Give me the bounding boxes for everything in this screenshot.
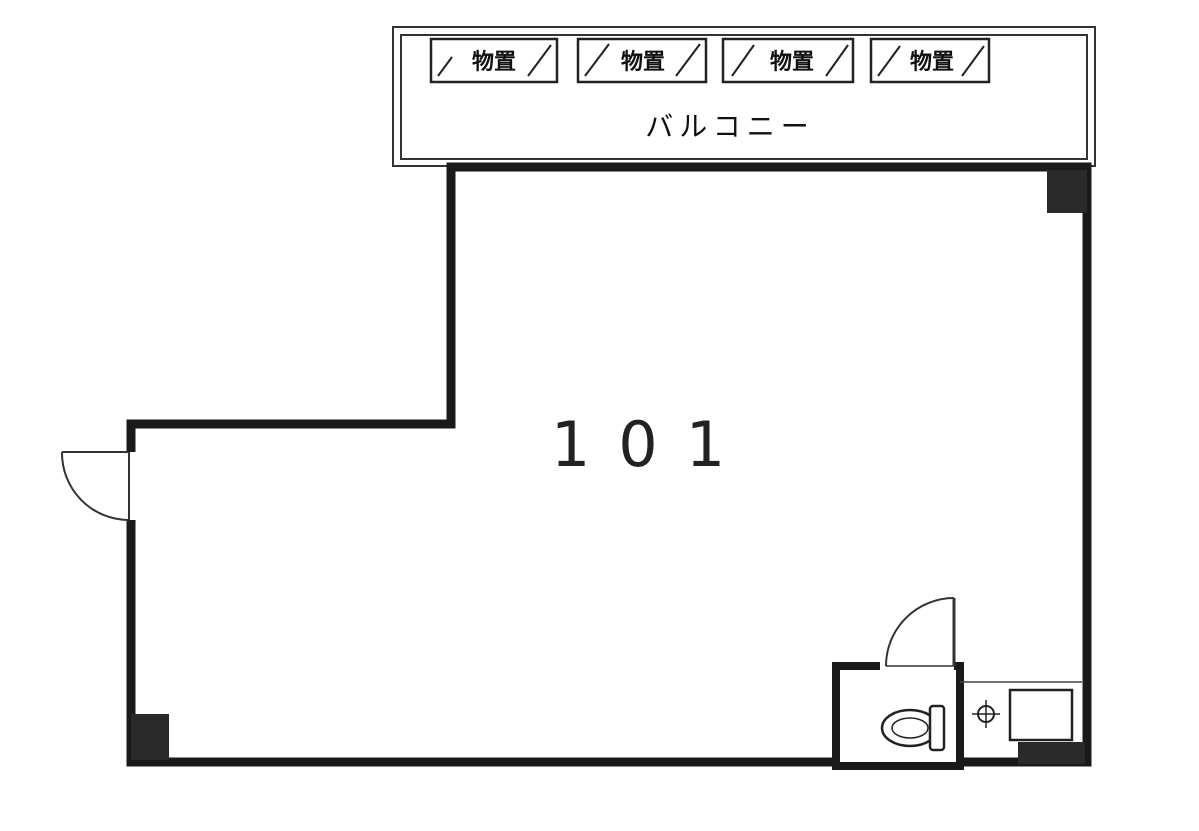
balcony: 物置 物置 物置 物置 バルコニー xyxy=(392,26,1096,167)
room-number: 101 xyxy=(551,408,753,481)
toilet-room xyxy=(832,597,964,770)
balcony-label: バルコニー xyxy=(645,110,814,143)
toilet-icon xyxy=(880,704,946,752)
storage-unit[interactable]: 物置 xyxy=(429,37,559,84)
entrance-door[interactable] xyxy=(60,451,138,521)
pillar xyxy=(131,714,169,760)
gas-outlet-icon xyxy=(972,700,1000,728)
pillar xyxy=(1018,742,1085,764)
balcony-inner-frame xyxy=(400,34,1088,160)
storage-unit[interactable]: 物置 xyxy=(721,37,855,84)
storage-unit[interactable]: 物置 xyxy=(869,37,991,84)
storage-unit[interactable]: 物置 xyxy=(576,37,708,84)
pillar xyxy=(1047,170,1087,213)
storage-unit-label: 物置 xyxy=(910,49,954,75)
utility-area xyxy=(960,681,1082,742)
sink-icon xyxy=(1008,688,1074,742)
storage-unit-label: 物置 xyxy=(472,49,516,75)
toilet-door[interactable] xyxy=(885,597,956,667)
room-walls xyxy=(126,162,1092,767)
storage-unit-label: 物置 xyxy=(770,49,814,75)
storage-unit-label: 物置 xyxy=(621,49,665,75)
